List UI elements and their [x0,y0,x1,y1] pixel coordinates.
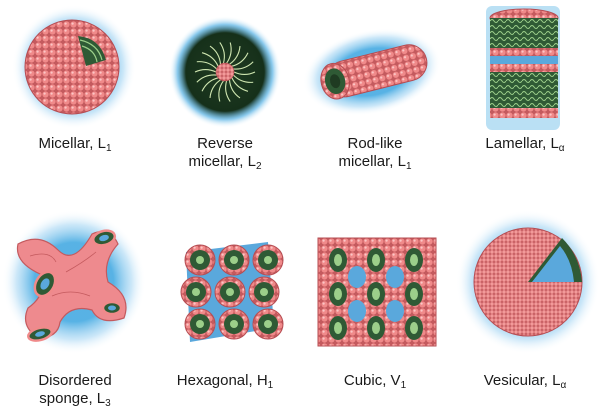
cylinder-rod [185,245,215,275]
cylinder-rod [215,277,245,307]
micelle-icon [0,0,150,150]
cylinder-rod [219,309,249,339]
sponge-icon [0,210,150,380]
cylinder-rod [253,245,283,275]
phase-label: Lamellar, Lα [450,135,600,153]
cubic-icon [300,210,450,360]
phase-label: Reverse micellar, L2 [150,135,300,171]
phase-label: Hexagonal, H1 [150,372,300,390]
lamellar-icon [450,0,600,150]
phase-label: Vesicular, Lα [450,372,600,390]
phase-label: Disordered sponge, L3 [0,372,150,408]
reverse-micelle-icon [150,0,300,150]
phase-label: Micellar, L1 [0,135,150,153]
cylinder-rod [249,277,279,307]
rod-micelle-icon [300,0,450,150]
phase-label: Rod-like micellar, L1 [300,135,450,171]
cylinder-rod [253,309,283,339]
cylinder-rod [219,245,249,275]
phase-label: Cubic, V1 [300,372,450,390]
hexagonal-icon [150,210,300,360]
cylinder-rod [185,309,215,339]
cylinder-rod [181,277,211,307]
vesicle-icon [450,210,600,360]
